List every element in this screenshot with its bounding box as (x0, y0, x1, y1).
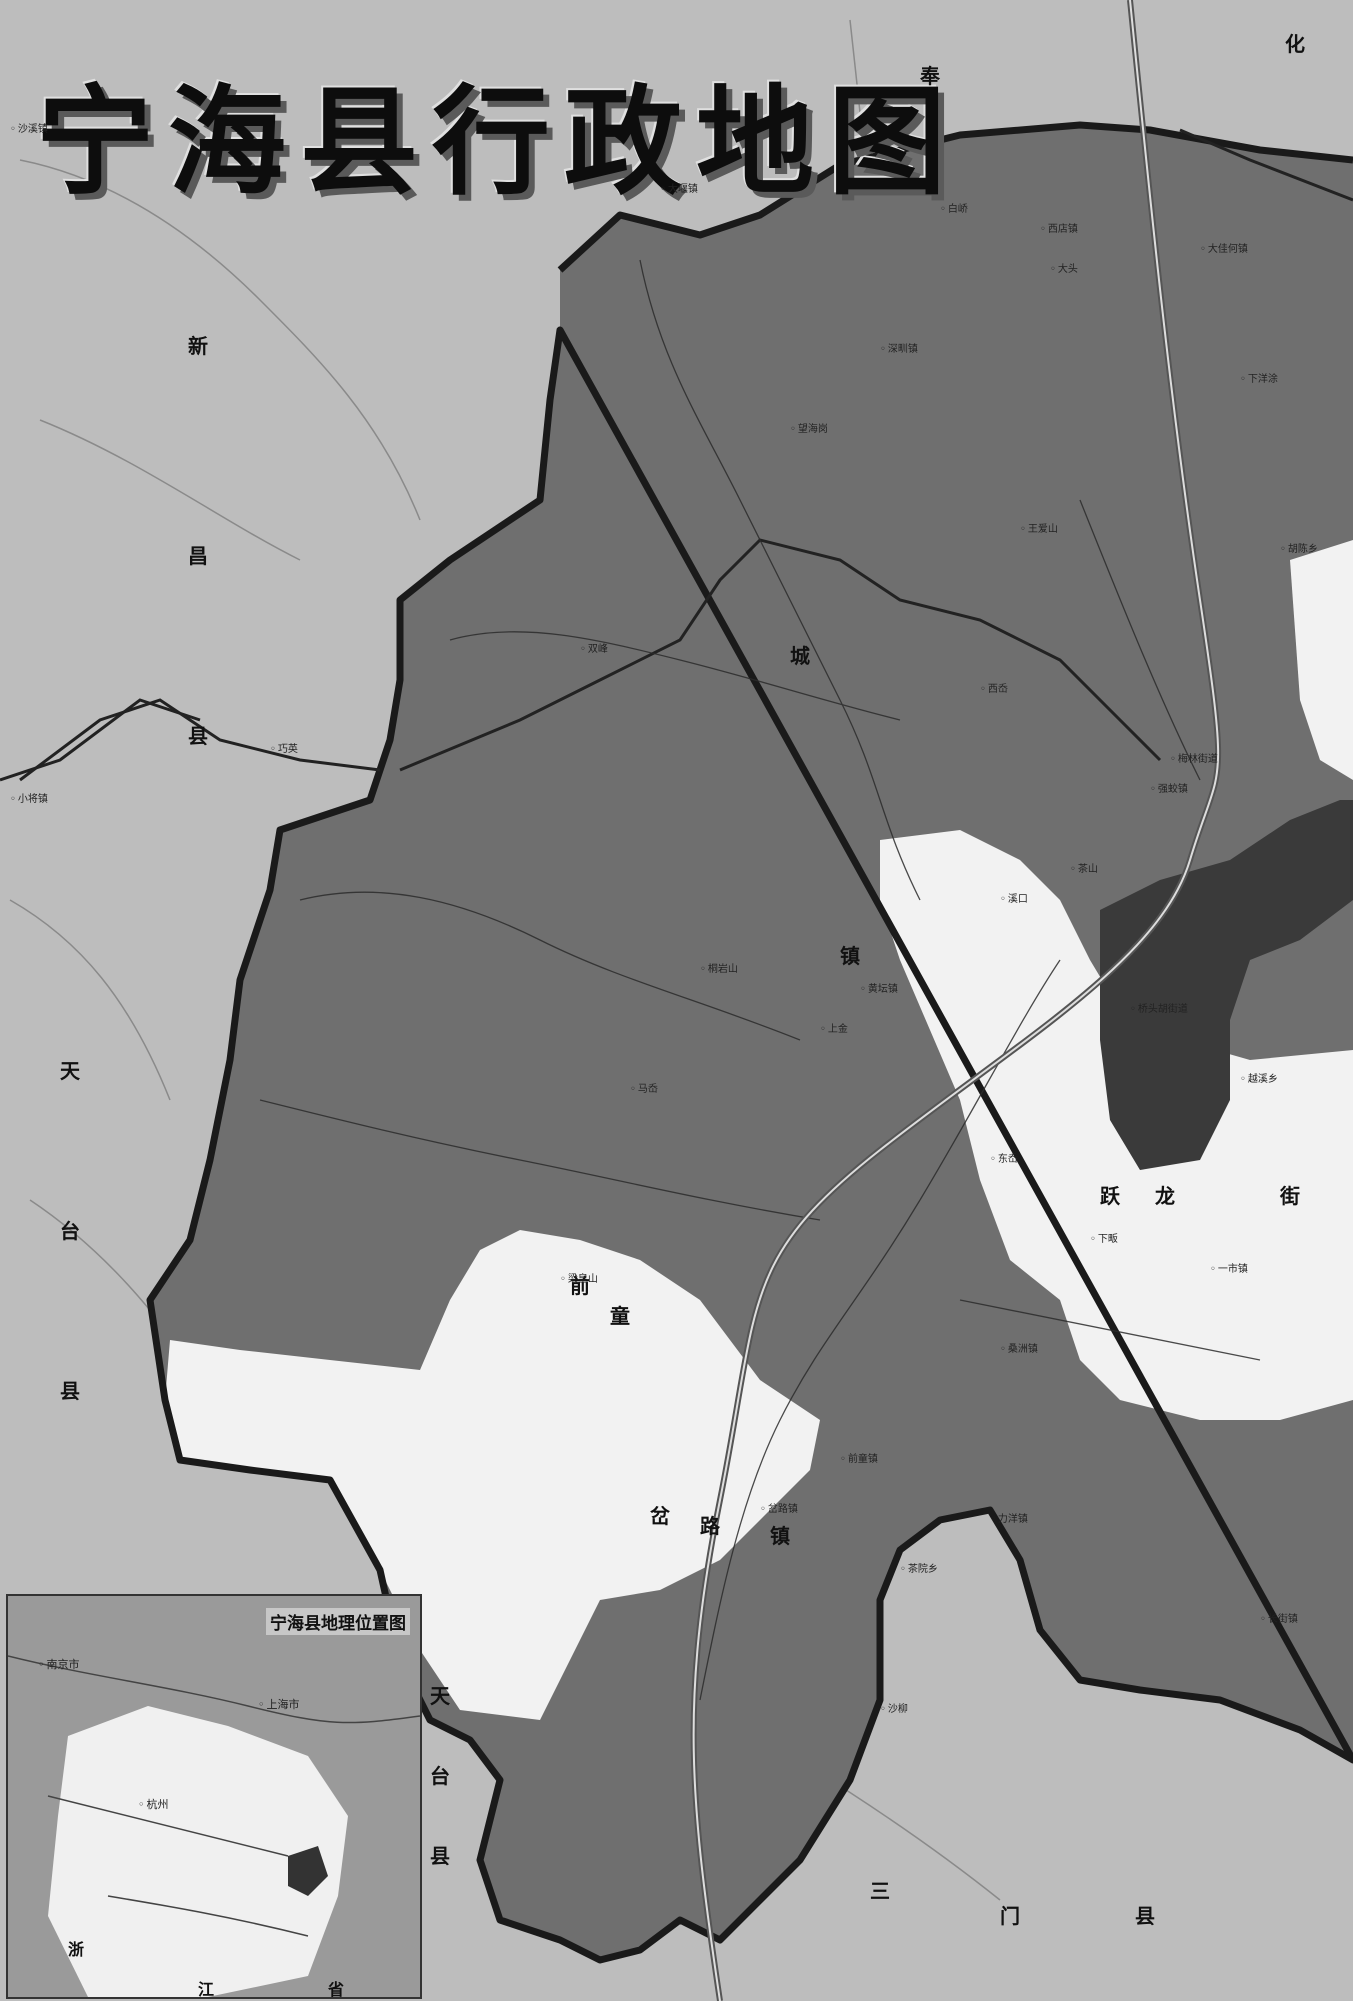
region-label: 县 (430, 1844, 450, 1868)
place-label: 桥头胡街道 (1130, 1000, 1188, 1015)
region-label: 路 (700, 1514, 720, 1538)
region-label: 街 (1280, 1184, 1300, 1208)
place-label: 越溪乡 (1240, 1070, 1278, 1085)
place-label: 马岙 (630, 1080, 658, 1095)
place-label: 下畈 (1090, 1230, 1118, 1245)
place-label: 巧英 (270, 740, 298, 755)
region-label: 县 (60, 1379, 80, 1403)
inset-label: 浙 (68, 1940, 85, 1959)
place-label: 西店镇 (1040, 220, 1078, 235)
place-label: 白峤 (940, 200, 968, 215)
region-label: 昌 (188, 544, 208, 568)
inset-label: 南京市 (38, 1656, 80, 1672)
region-label: 门 (1000, 1904, 1020, 1928)
place-label: 大头 (1050, 260, 1078, 275)
light-zone-west (165, 1230, 820, 1720)
region-label: 岔 (650, 1504, 670, 1528)
region-label: 童 (610, 1304, 630, 1328)
urban-area (1100, 800, 1353, 1170)
inset-county-marker (288, 1846, 328, 1896)
inset-title: 宁海县地理位置图 (266, 1608, 410, 1635)
place-label: 茶院乡 (900, 1560, 938, 1575)
town-boundaries (19, 128, 1353, 782)
region-label: 天 (60, 1059, 80, 1083)
place-label: 小将镇 (10, 790, 48, 805)
place-label: 梁皇山 (560, 1270, 598, 1285)
region-label: 县 (188, 724, 208, 748)
place-label: 长街镇 (1260, 1610, 1298, 1625)
place-label: 桑洲镇 (1000, 1340, 1038, 1355)
place-label: 大佳何镇 (1200, 240, 1248, 255)
place-label: 双峰 (580, 640, 608, 655)
inset-label: 上海市 (258, 1696, 300, 1712)
region-label: 三 (870, 1879, 890, 1903)
place-label: 西岙 (980, 680, 1008, 695)
inset-label: 省 (328, 1980, 345, 1999)
region-label: 城 (790, 644, 810, 668)
region-label: 县 (1135, 1904, 1155, 1928)
place-label: 望海岗 (790, 420, 828, 435)
map-title: 宁海县行政地图 (36, 73, 961, 211)
region-label: 新 (188, 334, 208, 358)
place-label: 力洋镇 (990, 1510, 1028, 1525)
place-label: 胡陈乡 (1280, 540, 1318, 555)
inset-label: 江 (198, 1980, 215, 1999)
place-label: 一市镇 (1210, 1260, 1248, 1275)
place-label: 大堰镇 (660, 180, 698, 195)
place-label: 溪口 (1000, 890, 1028, 905)
place-label: 梅林街道 (1170, 750, 1218, 765)
inset-province-area (48, 1706, 348, 1997)
place-label: 岔路镇 (760, 1500, 798, 1515)
region-label: 天 (430, 1684, 450, 1708)
region-label: 镇 (840, 944, 860, 968)
place-label: 强蛟镇 (1150, 780, 1188, 795)
region-label: 镇 (770, 1524, 790, 1548)
place-label: 黄坛镇 (860, 980, 898, 995)
place-label: 王爱山 (1020, 520, 1058, 535)
region-label: 龙 (1155, 1184, 1175, 1208)
region-label: 台 (60, 1219, 80, 1243)
region-label: 化 (1285, 32, 1305, 56)
region-label: 奉 (920, 64, 940, 88)
light-zone-right (1290, 540, 1353, 780)
highway-center (692, 0, 1220, 2001)
place-label: 东岙 (990, 1150, 1018, 1165)
place-label: 下洋涂 (1240, 370, 1278, 385)
place-label: 茶山 (1070, 860, 1098, 875)
place-label: 沙溪镇 (10, 120, 48, 135)
place-label: 前童镇 (840, 1450, 878, 1465)
provincial-boundary (0, 698, 201, 782)
place-label: 上金 (820, 1020, 848, 1035)
internal-roads (259, 259, 1261, 1701)
region-label: 台 (430, 1764, 450, 1788)
place-label: 桐岩山 (700, 960, 738, 975)
outside-rivers (9, 19, 1001, 1901)
place-label: 沙柳 (880, 1700, 908, 1715)
region-label: 跃 (1100, 1184, 1120, 1208)
place-label: 深甽镇 (880, 340, 918, 355)
inset-label: 杭州 (138, 1796, 169, 1812)
